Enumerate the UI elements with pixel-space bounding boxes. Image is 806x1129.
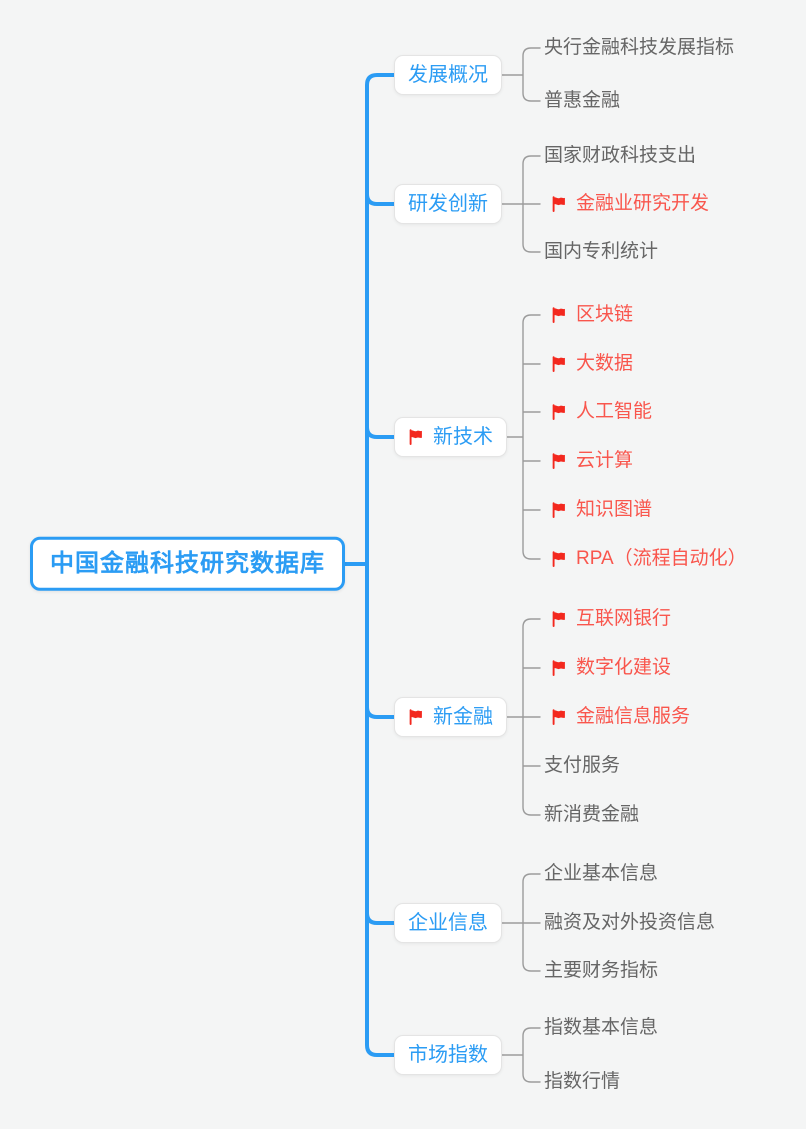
child-label: 主要财务指标 — [544, 960, 659, 981]
child-label: 互联网银行 — [576, 608, 672, 629]
child-label: 区块链 — [576, 304, 634, 325]
branch-label: 新金融 — [433, 706, 493, 728]
child-node[interactable]: 企业基本信息 — [544, 862, 658, 886]
child-node[interactable]: 云计算 — [551, 449, 633, 473]
branch-node-1[interactable]: 发展概况 — [394, 55, 502, 95]
child-node[interactable]: 数字化建设 — [551, 656, 671, 680]
child-node[interactable]: 支付服务 — [544, 754, 620, 778]
child-label: 国内专利统计 — [544, 241, 659, 262]
child-node[interactable]: RPA（流程自动化） — [551, 547, 747, 571]
flag-icon — [552, 404, 565, 420]
child-label: 支付服务 — [544, 755, 621, 776]
flag-icon — [552, 611, 565, 627]
branch-label: 研发创新 — [408, 193, 488, 215]
branch-label: 新技术 — [433, 426, 493, 448]
child-node[interactable]: 区块链 — [551, 303, 633, 327]
child-label: 人工智能 — [576, 401, 653, 422]
primary-connector-path — [328, 73, 396, 1057]
child-node[interactable]: 指数基本信息 — [544, 1016, 658, 1040]
child-node[interactable]: 知识图谱 — [551, 498, 652, 522]
root-label: 中国金融科技研究数据库 — [50, 550, 325, 577]
child-label: 普惠金融 — [544, 90, 621, 111]
branch-node-5[interactable]: 企业信息 — [394, 903, 502, 943]
child-label: 央行金融科技发展指标 — [544, 37, 735, 58]
child-label: 融资及对外投资信息 — [544, 912, 716, 933]
child-label: 企业基本信息 — [544, 863, 659, 884]
child-node[interactable]: 主要财务指标 — [544, 959, 658, 983]
branch-node-2[interactable]: 研发创新 — [394, 184, 502, 224]
child-node[interactable]: 新消费金融 — [544, 803, 639, 827]
flag-icon — [552, 356, 565, 372]
child-node[interactable]: 国内专利统计 — [544, 240, 658, 264]
child-label: 知识图谱 — [576, 499, 653, 520]
flag-icon — [409, 709, 422, 725]
child-label: 云计算 — [576, 450, 634, 471]
branch-node-3[interactable]: 新技术 — [394, 417, 507, 457]
child-label: RPA（流程自动化） — [576, 548, 747, 569]
flag-icon — [552, 709, 565, 725]
child-label: 国家财政科技支出 — [544, 145, 697, 166]
child-label: 指数行情 — [544, 1071, 621, 1092]
flag-icon — [552, 307, 565, 323]
child-node[interactable]: 互联网银行 — [551, 607, 671, 631]
child-label: 指数基本信息 — [544, 1017, 659, 1038]
root-node[interactable]: 中国金融科技研究数据库 — [30, 536, 345, 592]
flag-icon — [552, 660, 565, 676]
child-node[interactable]: 融资及对外投资信息 — [544, 911, 715, 935]
branch-label: 市场指数 — [408, 1044, 488, 1066]
child-node[interactable]: 大数据 — [551, 352, 633, 376]
flag-icon — [552, 551, 565, 567]
branch-label: 企业信息 — [408, 912, 488, 934]
branch-node-6[interactable]: 市场指数 — [394, 1035, 502, 1075]
child-node[interactable]: 人工智能 — [551, 400, 652, 424]
flag-icon — [552, 502, 565, 518]
flag-icon — [552, 453, 565, 469]
child-label: 金融信息服务 — [576, 706, 691, 727]
flag-icon — [409, 429, 422, 445]
child-label: 大数据 — [576, 353, 634, 374]
child-node[interactable]: 金融业研究开发 — [551, 192, 709, 216]
branch-label: 发展概况 — [408, 64, 488, 86]
child-node[interactable]: 央行金融科技发展指标 — [544, 36, 734, 60]
secondary-connector-path — [499, 47, 541, 1083]
child-node[interactable]: 金融信息服务 — [551, 705, 690, 729]
branch-node-4[interactable]: 新金融 — [394, 697, 507, 737]
child-node[interactable]: 普惠金融 — [544, 89, 620, 113]
flag-icon — [552, 196, 565, 212]
child-label: 新消费金融 — [544, 804, 640, 825]
child-node[interactable]: 国家财政科技支出 — [544, 144, 696, 168]
child-label: 金融业研究开发 — [576, 193, 710, 214]
child-label: 数字化建设 — [576, 657, 672, 678]
child-node[interactable]: 指数行情 — [544, 1070, 620, 1094]
